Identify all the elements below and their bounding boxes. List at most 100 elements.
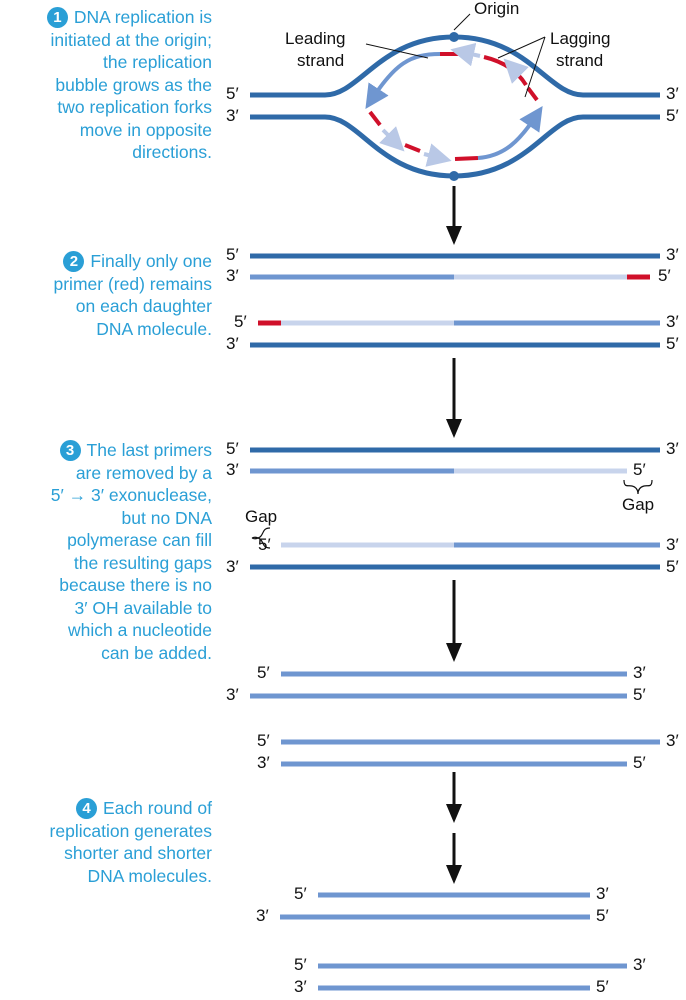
step-2-line: on each daughter bbox=[75, 296, 212, 316]
step-2-molecules bbox=[250, 253, 660, 348]
end-label-5prime: 5′ bbox=[226, 84, 239, 103]
step-1-line: initiated at the origin; bbox=[50, 29, 213, 50]
step-1-number: 1 bbox=[46, 7, 68, 28]
lagging-fragment-top-2 bbox=[503, 58, 529, 84]
origin-callout bbox=[453, 13, 471, 31]
step-1-line: the replication bbox=[103, 52, 212, 72]
step-3-molecules bbox=[250, 447, 660, 570]
end-label-3prime: 3′ bbox=[666, 84, 679, 103]
step-4-line: DNA molecules. bbox=[87, 865, 213, 886]
step-3-number: 3 bbox=[59, 440, 81, 461]
end-label-5prime: 5′ bbox=[666, 106, 679, 125]
gap-label-left: Gap bbox=[245, 507, 278, 526]
leading-strand-top bbox=[365, 52, 441, 110]
step-4-line: replication generates bbox=[49, 820, 212, 841]
end-label-5prime: 5′ bbox=[257, 663, 270, 682]
end-label-3prime: 3′ bbox=[666, 535, 679, 554]
step-4-line: shorter and shorter bbox=[64, 843, 212, 863]
end-label-3prime: 3′ bbox=[596, 884, 609, 903]
end-label-5prime: 5′ bbox=[633, 753, 646, 772]
step-3-line: polymerase can fill bbox=[67, 530, 212, 550]
origin-top-dot bbox=[449, 32, 459, 42]
lagging-callout-2 bbox=[524, 36, 546, 98]
shortened-molecules-2 bbox=[280, 892, 627, 991]
end-label-5prime: 5′ bbox=[658, 266, 671, 285]
end-label-3prime: 3′ bbox=[666, 312, 679, 331]
shortened-molecules-1 bbox=[250, 671, 660, 767]
leading-strand-label-line1: Leading bbox=[285, 29, 346, 48]
lagging-primer-top-2 bbox=[526, 86, 539, 102]
step-3-line: but no DNA bbox=[121, 507, 212, 528]
step-3-line: because there is no bbox=[59, 575, 212, 595]
end-label-5prime: 5′ bbox=[294, 884, 307, 903]
end-label-3prime: 3′ bbox=[226, 106, 239, 125]
step-3-line: 5′ → 3′ exonuclease, bbox=[50, 485, 212, 505]
lagging-fragment-bottom-2 bbox=[423, 143, 452, 167]
origin-bottom-dot bbox=[449, 171, 459, 181]
end-label-5prime: 5′ bbox=[596, 906, 609, 925]
end-label-5prime: 5′ bbox=[666, 557, 679, 576]
end-label-3prime: 3′ bbox=[666, 731, 679, 750]
down-arrows bbox=[446, 186, 462, 884]
step-3-line: 3′ OH available to bbox=[74, 597, 212, 618]
replication-bubble bbox=[250, 13, 660, 181]
end-label-5prime: 5′ bbox=[258, 535, 271, 554]
end-label-5prime: 5′ bbox=[633, 685, 646, 704]
end-label-5prime: 5′ bbox=[294, 955, 307, 974]
step-2-line: Finally only one bbox=[90, 251, 212, 271]
end-label-5prime: 5′ bbox=[234, 312, 247, 331]
end-label-3prime: 3′ bbox=[256, 906, 269, 925]
end-label-3prime: 3′ bbox=[226, 266, 239, 285]
end-label-3prime: 3′ bbox=[633, 663, 646, 682]
step-1-line: move in opposite bbox=[79, 119, 212, 140]
gap-brace-right bbox=[623, 479, 653, 495]
step-2-line: primer (red) remains bbox=[53, 273, 213, 294]
end-label-3prime: 3′ bbox=[226, 685, 239, 704]
leading-strand-bottom bbox=[477, 106, 543, 160]
end-label-5prime: 5′ bbox=[257, 731, 270, 750]
lagging-strand-label-line2: strand bbox=[556, 51, 604, 70]
step-4-number: 4 bbox=[76, 798, 98, 819]
step-4-line: Each round of bbox=[103, 798, 212, 818]
lagging-strand-label-line1: Lagging bbox=[550, 29, 611, 48]
step-1-line: bubble grows as the bbox=[55, 74, 212, 95]
lagging-callout-1 bbox=[497, 36, 546, 59]
lagging-primer-bottom-2 bbox=[404, 143, 421, 153]
step-1-line: directions. bbox=[132, 142, 212, 162]
step-1-line: two replication forks bbox=[57, 97, 212, 117]
end-label-5prime: 5′ bbox=[226, 245, 239, 264]
end-label-3prime: 3′ bbox=[666, 439, 679, 458]
bottom-parent-strand bbox=[250, 114, 660, 179]
end-label-5prime: 5′ bbox=[226, 439, 239, 458]
lagging-fragment-bottom-1 bbox=[379, 126, 405, 152]
step-2-line: DNA molecule. bbox=[96, 318, 212, 339]
leading-callout bbox=[365, 43, 429, 59]
step-3-line: can be added. bbox=[101, 642, 212, 663]
end-label-3prime: 3′ bbox=[666, 245, 679, 264]
primer-bottom bbox=[454, 156, 479, 161]
step-1-line: DNA replication is bbox=[73, 7, 212, 27]
lagging-primer-bottom-1 bbox=[368, 110, 382, 127]
end-label-3prime: 3′ bbox=[226, 557, 239, 576]
origin-label: Origin bbox=[474, 0, 520, 18]
end-label-3prime: 3′ bbox=[226, 334, 239, 353]
step-3-line: the resulting gaps bbox=[73, 552, 212, 573]
gap-label-right: Gap bbox=[622, 495, 655, 514]
end-label-3prime: 3′ bbox=[226, 460, 239, 479]
end-label-3prime: 3′ bbox=[257, 753, 270, 772]
end-label-5prime: 5′ bbox=[666, 334, 679, 353]
step-3-line: which a nucleotide bbox=[68, 620, 212, 640]
end-label-5prime: 5′ bbox=[633, 460, 646, 479]
step-3-line: The last primers bbox=[86, 440, 212, 460]
end-label-3prime: 3′ bbox=[633, 955, 646, 974]
step-3-line: are removed by a bbox=[75, 462, 212, 483]
lagging-fragment-top-1 bbox=[450, 42, 481, 67]
leading-strand-label-line2: strand bbox=[297, 51, 345, 70]
end-label-3prime: 3′ bbox=[294, 977, 307, 996]
